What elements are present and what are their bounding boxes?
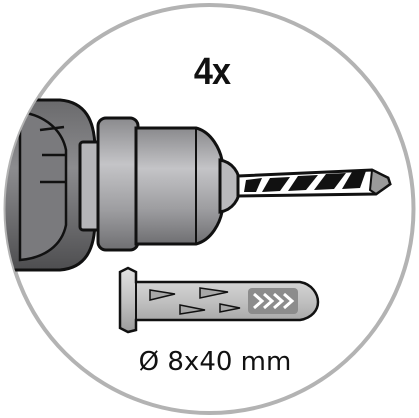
wall-plug-icon <box>118 266 320 334</box>
dimension-label: Ø 8x40 mm <box>138 347 292 377</box>
masonry-drill-bit-icon <box>236 168 392 198</box>
power-drill-icon <box>5 98 242 272</box>
quantity-label: 4x <box>193 51 231 93</box>
